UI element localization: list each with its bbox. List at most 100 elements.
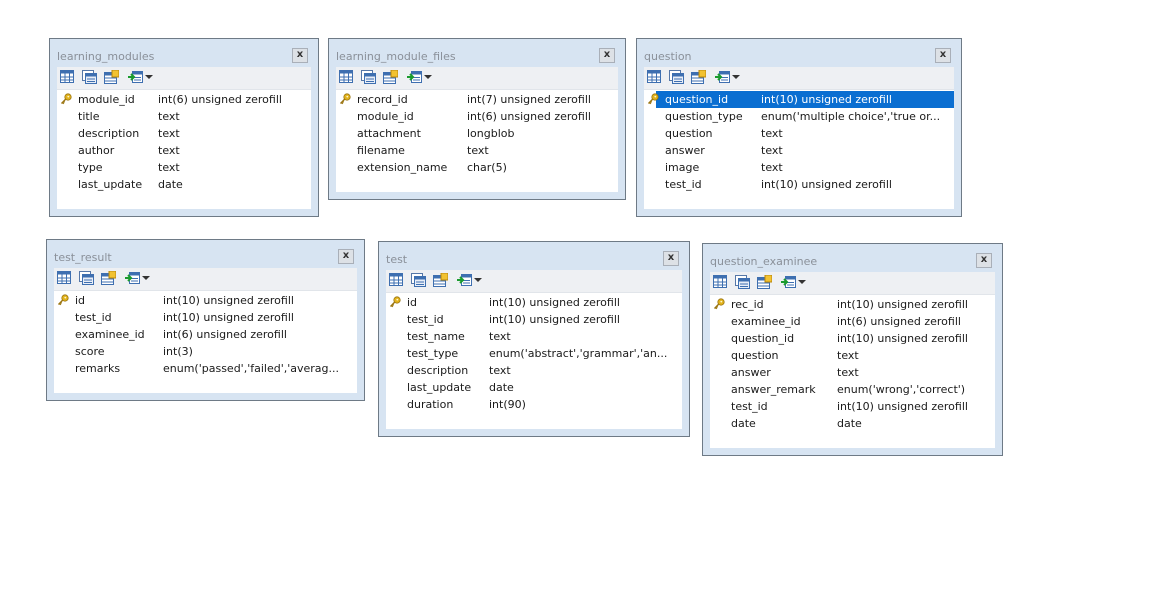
close-button[interactable]: x bbox=[292, 48, 308, 63]
close-button[interactable]: x bbox=[663, 251, 679, 266]
chevron-down-icon[interactable] bbox=[142, 276, 150, 280]
chevron-down-icon[interactable] bbox=[145, 75, 153, 79]
table-title[interactable]: question_examinee bbox=[710, 255, 818, 268]
table-index-icon[interactable] bbox=[383, 70, 398, 84]
table-title[interactable]: learning_modules bbox=[57, 50, 155, 63]
chevron-down-icon[interactable] bbox=[474, 278, 482, 282]
table-title[interactable]: question bbox=[644, 50, 692, 63]
column-type: char(5) bbox=[467, 161, 507, 174]
column-name: score bbox=[75, 345, 105, 358]
table-fields-icon[interactable] bbox=[82, 70, 97, 84]
table-grid-icon[interactable] bbox=[647, 70, 662, 84]
add-relation-icon[interactable] bbox=[125, 271, 140, 285]
table-index-icon[interactable] bbox=[104, 70, 119, 84]
add-relation-icon[interactable] bbox=[715, 70, 730, 84]
table-grid-icon[interactable] bbox=[57, 271, 72, 285]
table-title[interactable]: learning_module_files bbox=[336, 50, 456, 63]
table-fields-icon[interactable] bbox=[669, 70, 684, 84]
table-grid-icon[interactable] bbox=[389, 273, 404, 287]
chevron-down-icon[interactable] bbox=[424, 75, 432, 79]
table-grid-icon[interactable] bbox=[713, 275, 728, 289]
table-fields-icon[interactable] bbox=[735, 275, 750, 289]
column-type: text bbox=[467, 144, 489, 157]
add-relation-icon[interactable] bbox=[128, 70, 143, 84]
table-title[interactable]: test_result bbox=[54, 251, 112, 264]
column-type: text bbox=[761, 127, 783, 140]
table-fields-icon[interactable] bbox=[361, 70, 376, 84]
column-name: test_type bbox=[407, 347, 459, 360]
add-relation-icon[interactable] bbox=[407, 70, 422, 84]
table-title[interactable]: test bbox=[386, 253, 408, 266]
primary-key-icon bbox=[57, 294, 69, 306]
column-name: test_id bbox=[731, 400, 768, 413]
table-fields-icon[interactable] bbox=[411, 273, 426, 287]
column-name: date bbox=[731, 417, 756, 430]
add-relation-icon[interactable] bbox=[781, 275, 796, 289]
table-fields-icon[interactable] bbox=[79, 271, 94, 285]
column-type: text bbox=[837, 349, 859, 362]
table-index-icon[interactable] bbox=[757, 275, 772, 289]
column-name: last_update bbox=[78, 178, 143, 191]
table-index-icon[interactable] bbox=[691, 70, 706, 84]
chevron-down-icon[interactable] bbox=[732, 75, 740, 79]
table-index-icon[interactable] bbox=[433, 273, 448, 287]
column-name: id bbox=[75, 294, 86, 307]
table-grid-icon[interactable] bbox=[339, 70, 354, 84]
close-button[interactable]: x bbox=[338, 249, 354, 264]
table-grid-icon[interactable] bbox=[60, 70, 75, 84]
table-index-icon[interactable] bbox=[101, 271, 116, 285]
column-name: description bbox=[78, 127, 140, 140]
close-button[interactable]: x bbox=[935, 48, 951, 63]
chevron-down-icon[interactable] bbox=[798, 280, 806, 284]
primary-key-icon bbox=[339, 93, 351, 105]
add-relation-icon[interactable] bbox=[457, 273, 472, 287]
column-type: int(10) unsigned zerofill bbox=[761, 178, 892, 191]
close-button[interactable]: x bbox=[599, 48, 615, 63]
close-button[interactable]: x bbox=[976, 253, 992, 268]
column-name: question_type bbox=[665, 110, 743, 123]
